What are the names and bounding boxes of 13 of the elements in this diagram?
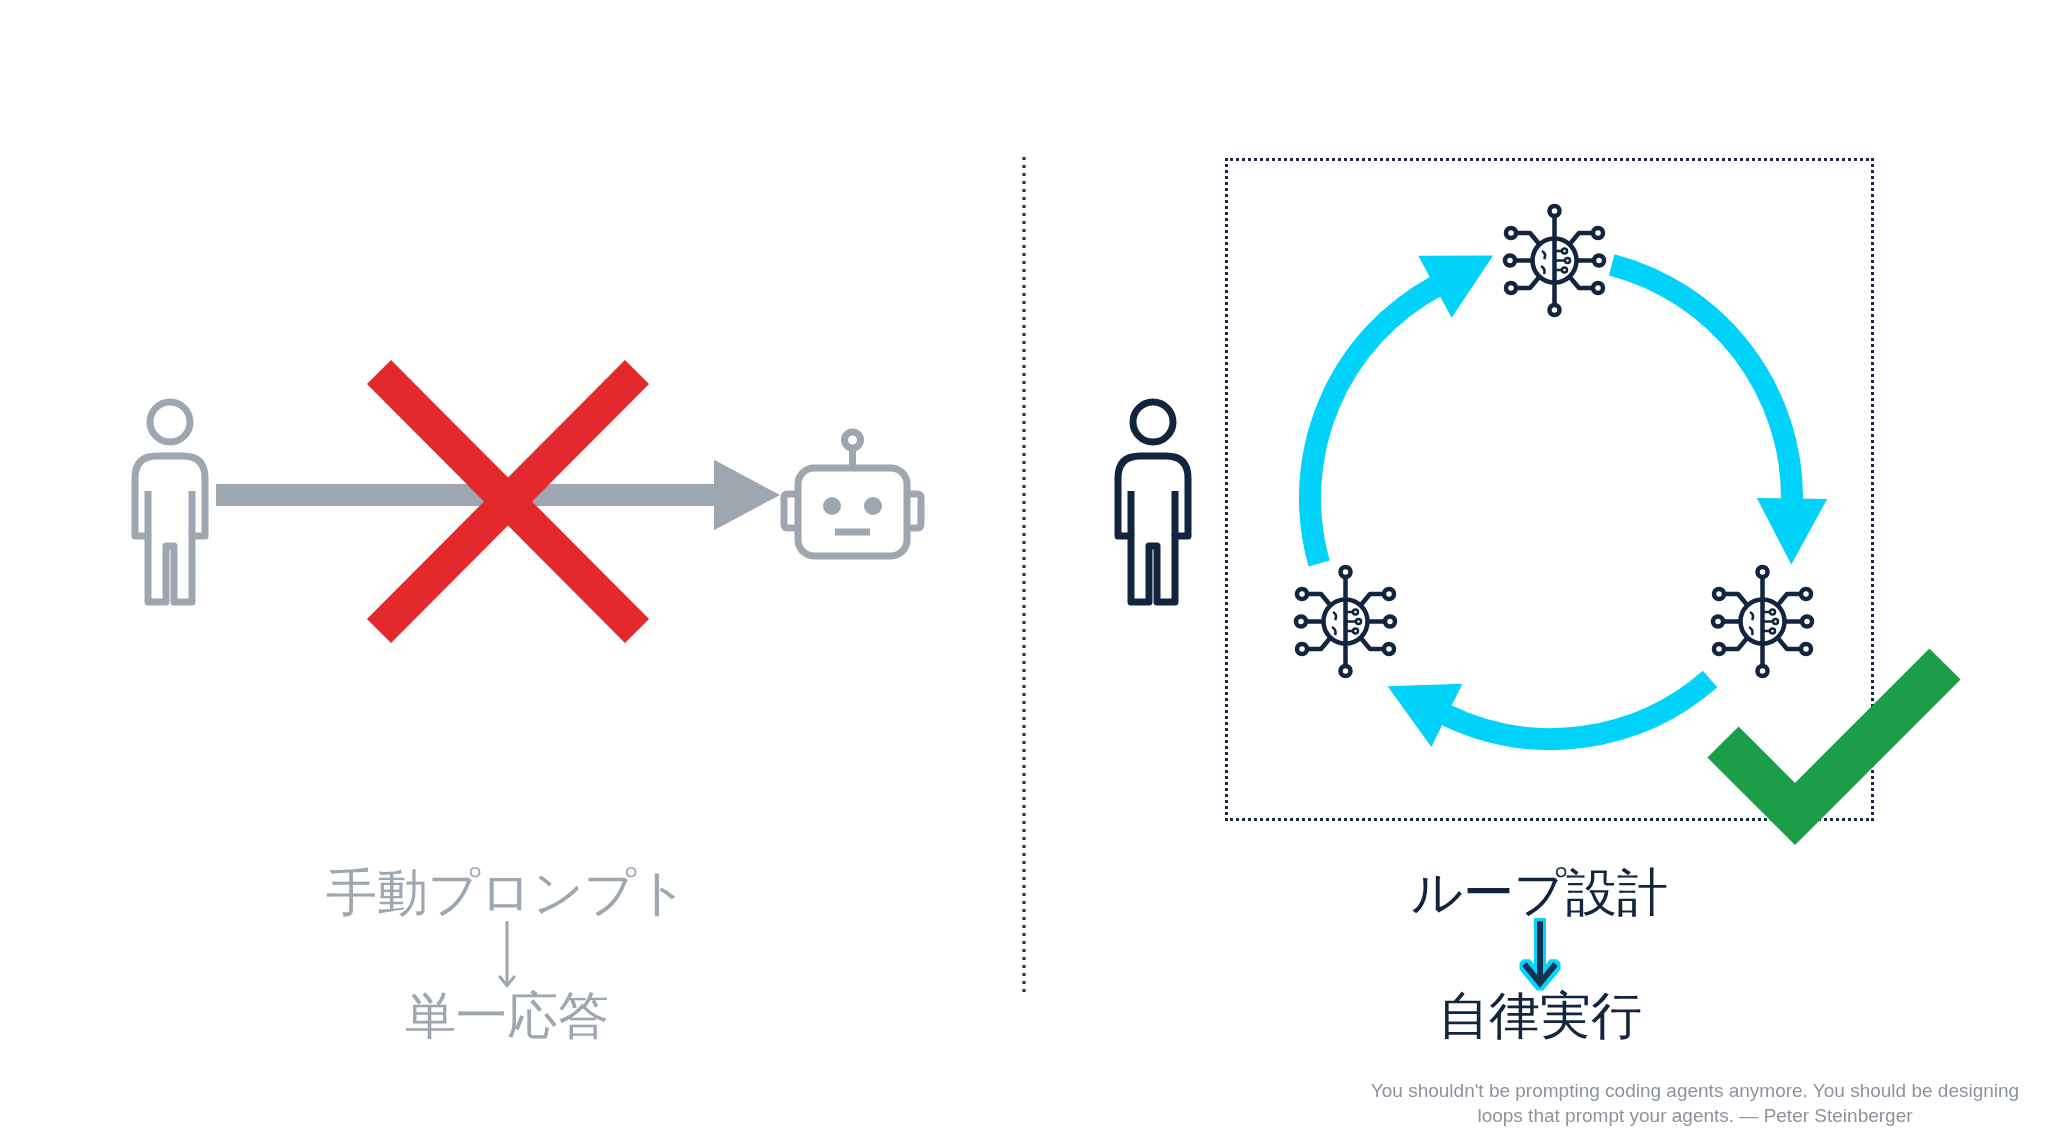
- robot-icon: [780, 428, 925, 562]
- arrow: [1608, 254, 1828, 565]
- dotted-frame: [1225, 158, 1874, 821]
- step-label: 単一応答: [405, 988, 609, 1045]
- step-label: 自律実行: [1438, 988, 1642, 1045]
- arrow: [216, 459, 780, 531]
- step-label: ループ設計: [1410, 865, 1668, 922]
- arrow: [497, 921, 517, 988]
- step-label: 手動プロンプト: [326, 865, 688, 922]
- arrow: [1299, 252, 1492, 566]
- quote-caption: You shouldn't be prompting coding agents anymore. You should be designing loops that prompt your agents. — Peter Steinberger: [1369, 1079, 2021, 1128]
- arrow: [1386, 670, 1717, 750]
- arrow: [1521, 921, 1559, 987]
